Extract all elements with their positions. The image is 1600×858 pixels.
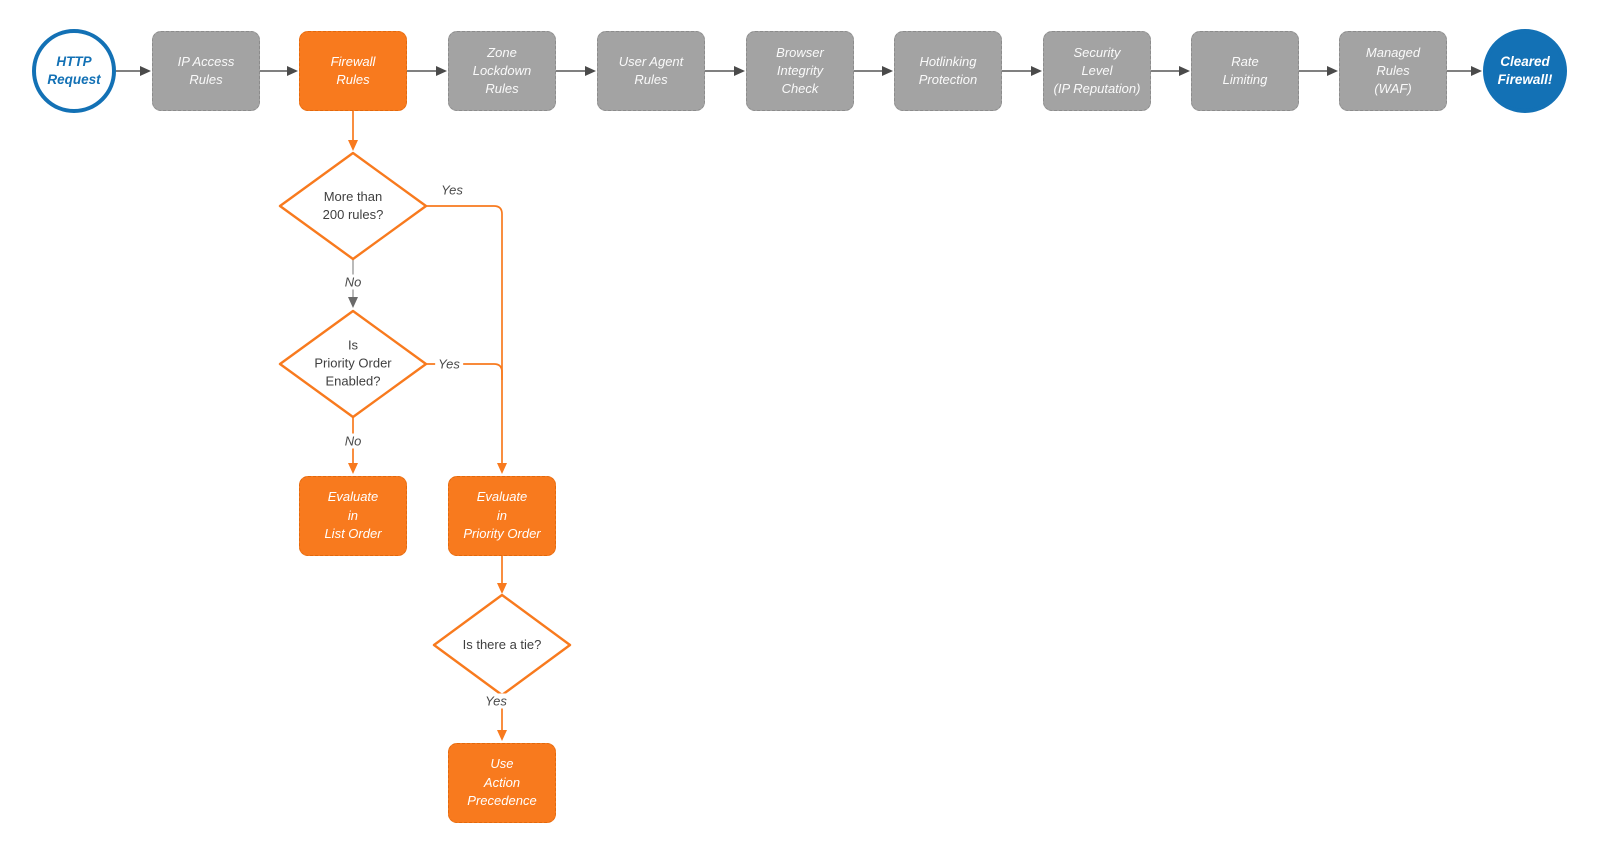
pipeline-label: IP Access Rules — [177, 54, 235, 87]
start-node-http-request: HTTP Request — [32, 29, 116, 113]
pipeline-label: Zone Lockdown Rules — [472, 45, 532, 96]
arrowhead — [497, 583, 507, 594]
edge-decision1-yes — [426, 205, 503, 463]
decision1-diamond — [278, 151, 428, 261]
decision2-diamond — [278, 309, 428, 419]
arrowhead — [1179, 66, 1190, 76]
action-evaluate-list-order: Evaluate in List Order — [299, 476, 407, 556]
arrowhead — [1471, 66, 1482, 76]
pipeline-label: Browser Integrity Check — [776, 45, 824, 96]
action-use-action-precedence: Use Action Precedence — [448, 743, 556, 823]
pipeline-zone-lockdown-rules: Zone Lockdown Rules — [448, 31, 556, 111]
arrowhead — [1327, 66, 1338, 76]
edge-label-yes-3: Yes — [482, 693, 510, 709]
arrowhead — [348, 463, 358, 474]
pipeline-label: Security Level (IP Reputation) — [1053, 45, 1141, 96]
edge-label-yes-1: Yes — [438, 182, 466, 198]
start-node-label: HTTP Request — [47, 54, 101, 87]
arrowhead — [287, 66, 298, 76]
action-label: Evaluate in Priority Order — [463, 489, 541, 542]
pipeline-label: Hotlinking Protection — [918, 54, 978, 87]
pipeline-firewall-rules: Firewall Rules — [299, 31, 407, 111]
end-node-cleared-firewall: Cleared Firewall! — [1483, 29, 1567, 113]
arrowhead — [585, 66, 596, 76]
edge-label-no-2: No — [341, 433, 365, 449]
arrowhead — [348, 140, 358, 151]
arrowhead — [497, 463, 507, 474]
arrowhead — [1031, 66, 1042, 76]
edge-label-yes-2: Yes — [435, 356, 463, 372]
decision3-label: Is there a tie? — [462, 636, 542, 652]
arrowhead — [436, 66, 447, 76]
pipeline-label: Firewall Rules — [330, 54, 376, 87]
pipeline-managed-rules-waf: Managed Rules (WAF) — [1339, 31, 1447, 111]
edge-decision2-yes — [426, 363, 503, 380]
pipeline-hotlinking-protection: Hotlinking Protection — [894, 31, 1002, 111]
pipeline-ip-access-rules: IP Access Rules — [152, 31, 260, 111]
arrowhead — [734, 66, 745, 76]
pipeline-rate-limiting: Rate Limiting — [1191, 31, 1299, 111]
pipeline-browser-integrity-check: Browser Integrity Check — [746, 31, 854, 111]
arrowhead — [140, 66, 151, 76]
pipeline-security-level: Security Level (IP Reputation) — [1043, 31, 1151, 111]
decision2-label: Is Priority Order Enabled? — [314, 337, 392, 390]
arrowhead — [348, 297, 358, 308]
pipeline-label: User Agent Rules — [618, 54, 684, 87]
pipeline-label: Managed Rules (WAF) — [1365, 45, 1421, 96]
pipeline-user-agent-rules: User Agent Rules — [597, 31, 705, 111]
decision1-label: More than 200 rules? — [322, 188, 384, 222]
edge-label-no-1: No — [341, 274, 365, 290]
arrowhead — [882, 66, 893, 76]
action-label: Evaluate in List Order — [324, 489, 382, 542]
action-evaluate-priority-order: Evaluate in Priority Order — [448, 476, 556, 556]
action-label: Use Action Precedence — [467, 756, 537, 809]
pipeline-label: Rate Limiting — [1222, 54, 1268, 87]
end-node-label: Cleared Firewall! — [1497, 54, 1553, 87]
arrowhead — [497, 730, 507, 741]
